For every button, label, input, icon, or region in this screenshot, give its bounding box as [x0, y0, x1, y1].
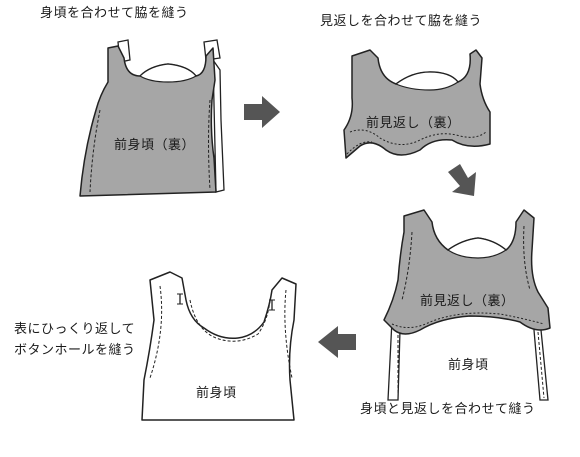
step3-facing-label: 前見返し（裏） — [420, 294, 515, 309]
step1-label: 前身頃（裏） — [114, 138, 196, 153]
step3-body-label: 前身頃 — [448, 358, 489, 373]
step4-label: 前身頃 — [196, 386, 237, 401]
step1-caption: 身頃を合わせて脇を縫う — [40, 6, 189, 21]
step1-front-body — [79, 39, 225, 197]
step3-caption: 身頃と見返しを合わせて縫う — [360, 402, 536, 417]
step3-body-and-facing — [383, 209, 551, 401]
step2-label: 前見返し（裏） — [366, 116, 461, 131]
step2-front-facing — [343, 49, 491, 159]
arrow-down-icon — [448, 164, 476, 196]
step4-front-body-finished — [141, 271, 297, 421]
step4-caption-line2: ボタンホールを縫う — [14, 343, 136, 358]
step2-caption: 見返しを合わせて脇を縫う — [320, 14, 483, 29]
step4-caption-line1: 表にひっくり返して — [14, 322, 136, 337]
arrow-right-icon — [244, 96, 280, 128]
arrow-left-icon — [318, 326, 356, 358]
